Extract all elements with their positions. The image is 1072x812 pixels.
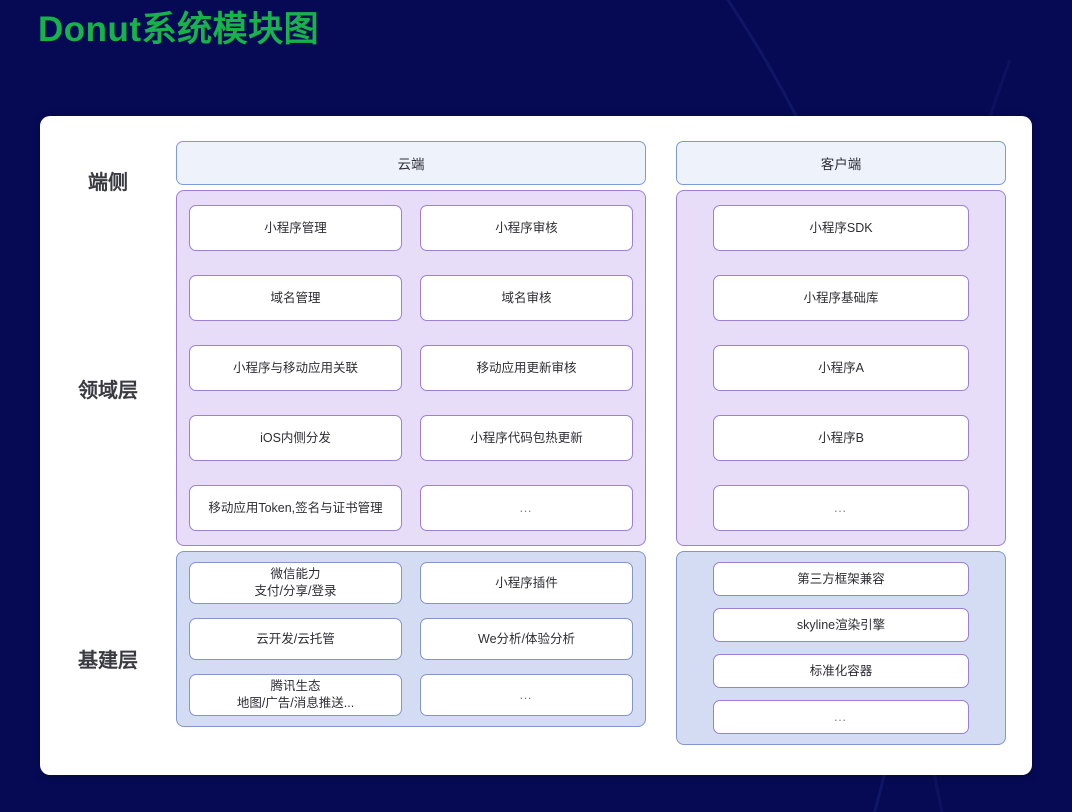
cloud-infra-cell[interactable]: 微信能力 支付/分享/登录 [189, 562, 402, 604]
cloud-domain-cell[interactable]: 域名管理 [189, 275, 402, 321]
client-domain-cell[interactable]: 小程序SDK [713, 205, 969, 251]
cell-line-1: 微信能力 [270, 567, 321, 582]
column-cloud: 云端 小程序管理 小程序审核 域名管理 域名审核 小程序与移动应用关联 移动应用… [176, 141, 646, 727]
row-label-infra-layer: 基建层 [78, 650, 138, 672]
client-infra-panel: 第三方框架兼容 skyline渲染引擎 标准化容器 … [676, 551, 1006, 745]
cloud-domain-cell[interactable]: iOS内侧分发 [189, 415, 402, 461]
row-label-device-side: 端侧 [88, 172, 128, 194]
row-label-domain-layer: 领域层 [78, 380, 138, 402]
cloud-infra-cell-placeholder[interactable]: … [420, 674, 633, 716]
cell-line-2: 地图/广告/消息推送... [236, 696, 355, 710]
cloud-domain-cell[interactable]: 移动应用更新审核 [420, 345, 633, 391]
cloud-infra-cell[interactable]: 腾讯生态 地图/广告/消息推送... [189, 674, 402, 716]
cloud-domain-cell-placeholder[interactable]: … [420, 485, 633, 531]
column-client: 客户端 小程序SDK 小程序基础库 小程序A 小程序B … 第三方框架兼容 sk… [676, 141, 1006, 745]
page-title: Donut系统模块图 [38, 10, 320, 49]
cloud-infra-panel: 微信能力 支付/分享/登录 小程序插件 云开发/云托管 We分析/体验分析 腾讯… [176, 551, 646, 727]
cloud-domain-cell[interactable]: 小程序管理 [189, 205, 402, 251]
cloud-infra-cell[interactable]: 小程序插件 [420, 562, 633, 604]
client-domain-cell[interactable]: 小程序A [713, 345, 969, 391]
cloud-infra-cell[interactable]: We分析/体验分析 [420, 618, 633, 660]
cloud-domain-cell[interactable]: 小程序代码包热更新 [420, 415, 633, 461]
client-infra-cell-placeholder[interactable]: … [713, 700, 969, 734]
column-header-cloud[interactable]: 云端 [176, 141, 646, 185]
client-domain-cell[interactable]: 小程序B [713, 415, 969, 461]
cloud-domain-cell[interactable]: 域名审核 [420, 275, 633, 321]
cloud-domain-cell[interactable]: 小程序审核 [420, 205, 633, 251]
client-infra-cell[interactable]: 第三方框架兼容 [713, 562, 969, 596]
cell-line-1: 腾讯生态 [270, 679, 321, 694]
client-domain-cell[interactable]: 小程序基础库 [713, 275, 969, 321]
client-infra-cell[interactable]: 标准化容器 [713, 654, 969, 688]
cloud-domain-cell[interactable]: 移动应用Token,签名与证书管理 [189, 485, 402, 531]
client-domain-panel: 小程序SDK 小程序基础库 小程序A 小程序B … [676, 190, 1006, 546]
cell-line-2: 支付/分享/登录 [254, 584, 337, 598]
cloud-domain-panel: 小程序管理 小程序审核 域名管理 域名审核 小程序与移动应用关联 移动应用更新审… [176, 190, 646, 546]
client-domain-cell-placeholder[interactable]: … [713, 485, 969, 531]
cloud-infra-cell[interactable]: 云开发/云托管 [189, 618, 402, 660]
cloud-domain-cell[interactable]: 小程序与移动应用关联 [189, 345, 402, 391]
client-infra-cell[interactable]: skyline渲染引擎 [713, 608, 969, 642]
column-header-client[interactable]: 客户端 [676, 141, 1006, 185]
diagram-board: 端侧 领域层 基建层 云端 小程序管理 小程序审核 域名管理 域名审核 小程序与… [40, 116, 1032, 775]
